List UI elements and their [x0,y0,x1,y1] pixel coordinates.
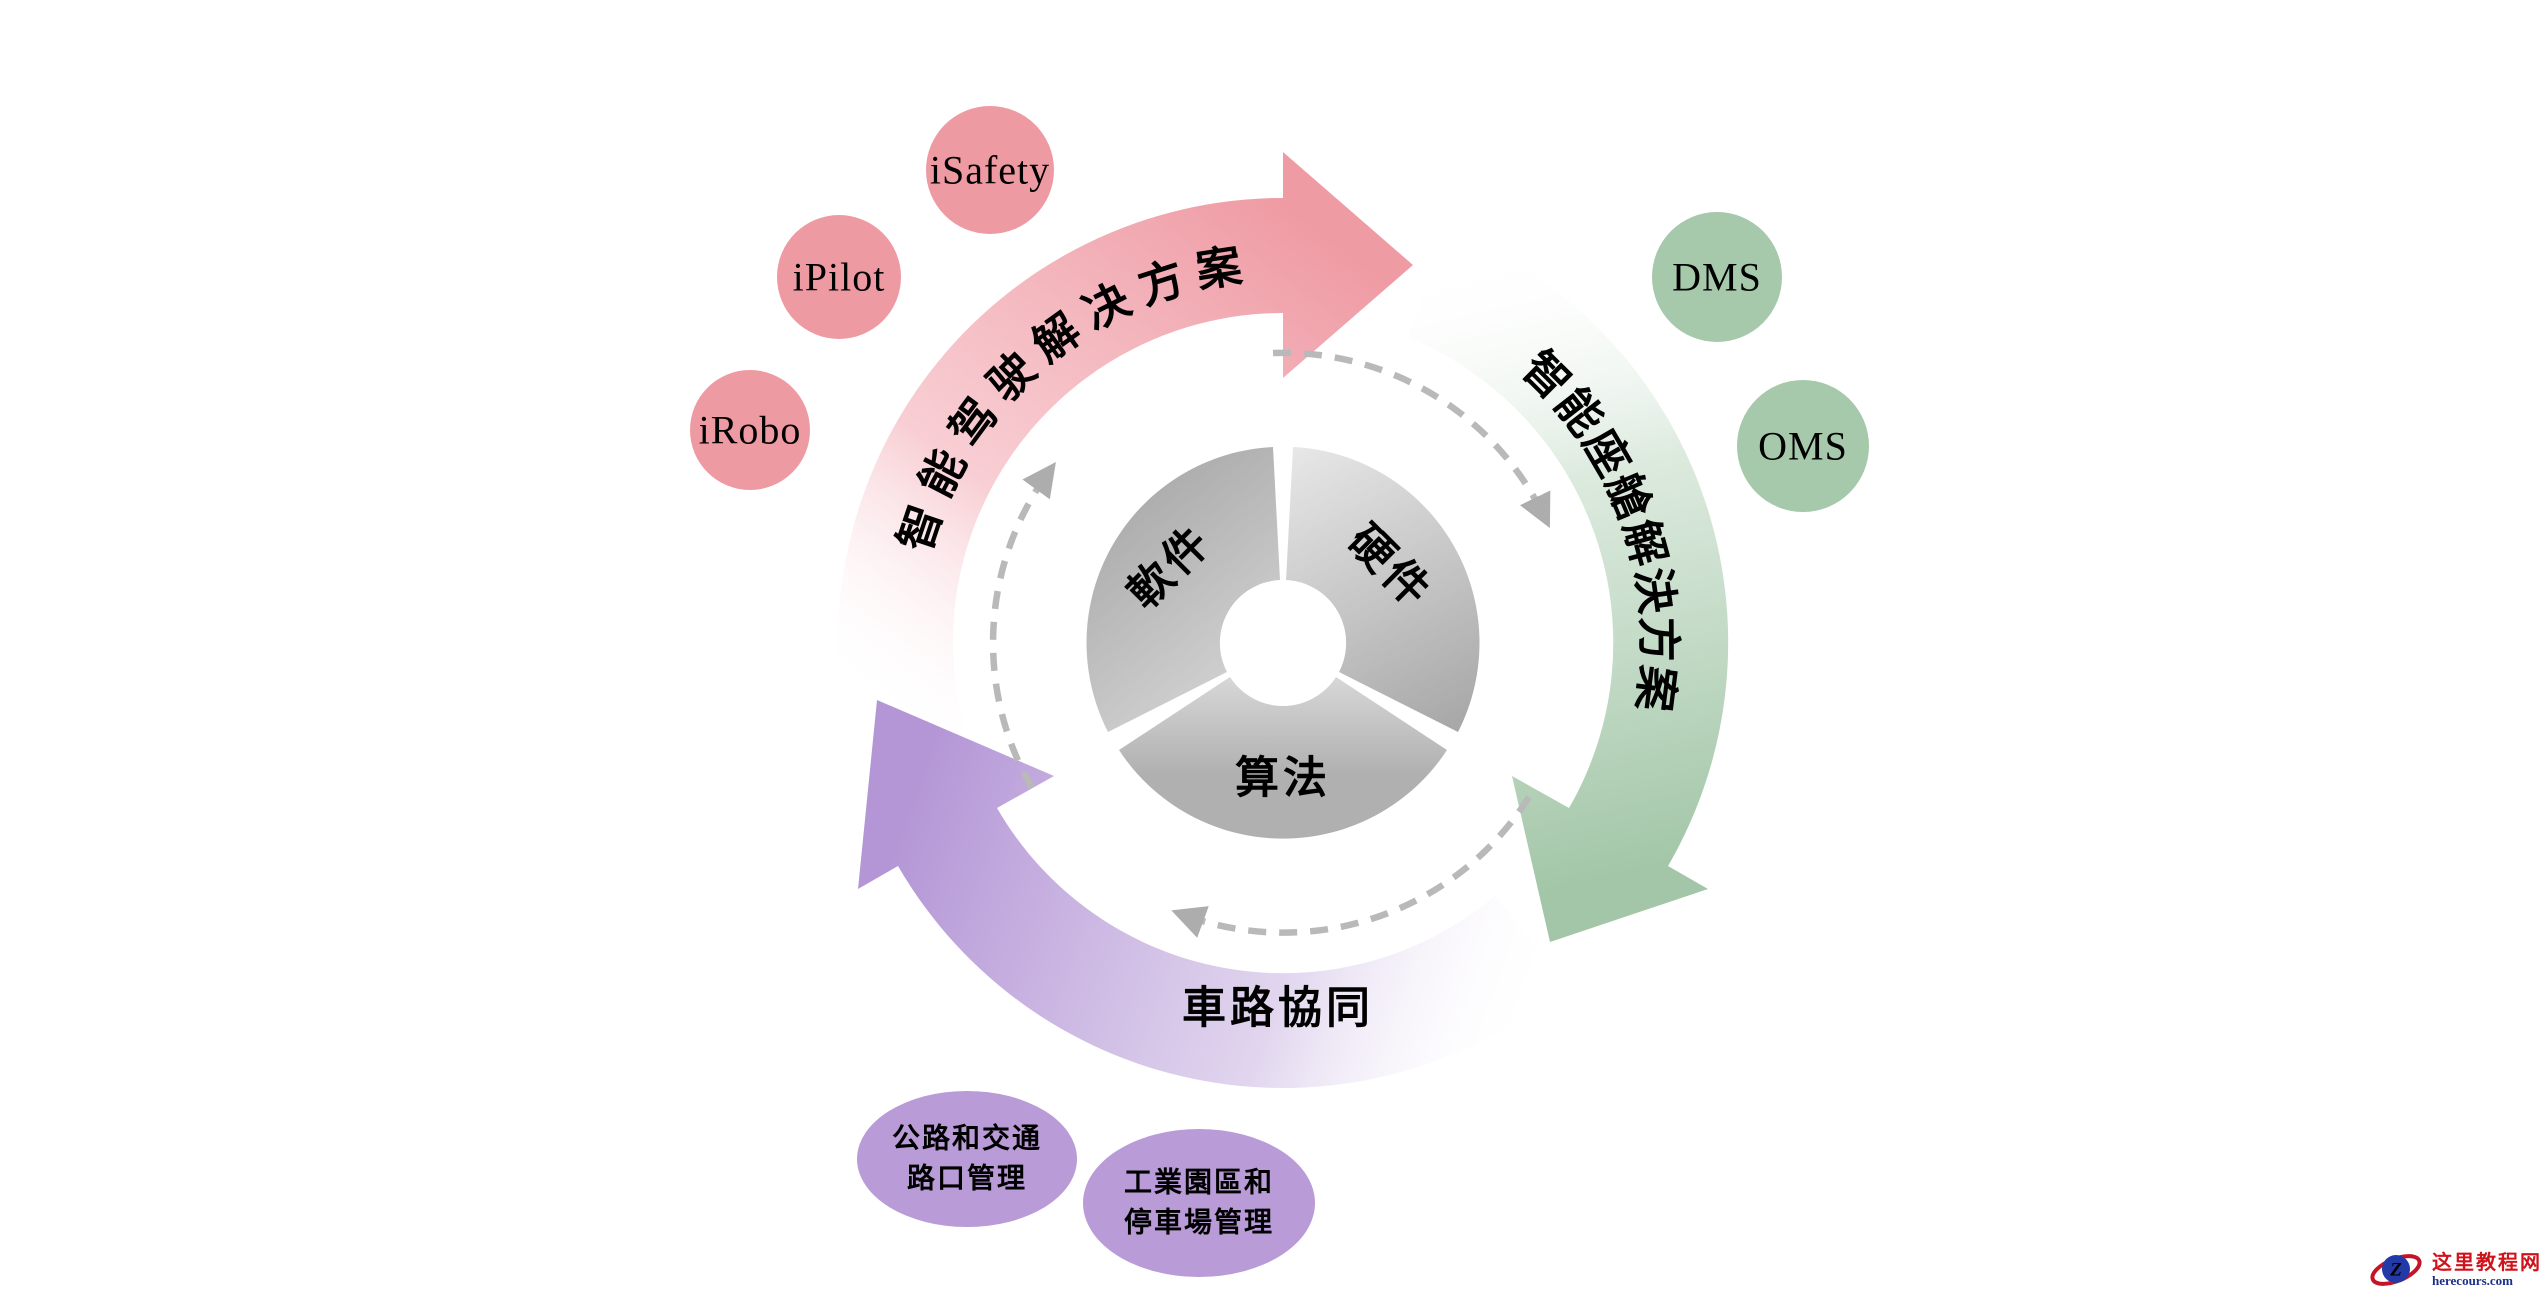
bubble-dms-label: DMS [1672,255,1762,300]
bubble-isafety: iSafety [926,106,1054,234]
driving-arrow [837,152,1413,758]
bubble-dms-circle [1652,212,1782,342]
bubble-road-traffic-line2: 路口管理 [907,1162,1027,1195]
arrow-ring [837,152,1729,1088]
driving-bubbles: iSafety iPilot iRobo [690,106,1054,490]
v2x-arrow-label: 車路協同 [1182,984,1374,1033]
cockpit-arrow [1407,230,1729,942]
bubble-irobo-circle [690,370,810,490]
bubble-isafety-circle [926,106,1054,234]
bubble-road-traffic: 公路和交通 路口管理 [857,1091,1077,1227]
watermark-text: 这里教程网 herecours.com [2432,1252,2542,1288]
core-segment-software [1086,447,1280,732]
bubble-industrial-parking: 工業園區和 停車場管理 [1083,1129,1315,1277]
v2x-arrow [858,700,1569,1088]
watermark-logo-icon: Z [2370,1254,2422,1286]
bubble-oms-circle [1737,380,1869,512]
watermark[interactable]: Z 这里教程网 herecours.com [2370,1248,2542,1292]
v2x-bubbles: 公路和交通 路口管理 工業園區和 停車場管理 [857,1091,1315,1277]
dashed-cycle [989,349,1551,938]
core-segment-algorithm [1119,677,1447,839]
bubble-irobo-label: iRobo [699,408,802,453]
bubble-oms: OMS [1737,380,1869,512]
cockpit-bubbles: DMS OMS [1652,212,1869,512]
watermark-logo-letter: Z [2389,1260,2402,1281]
bubble-ipilot: iPilot [777,215,901,339]
dashed-arc-top-right [1272,349,1551,529]
watermark-site-name: 这里教程网 [2432,1251,2542,1274]
bubble-isafety-label: iSafety [930,148,1050,193]
bubble-industrial-parking-line2: 停車場管理 [1124,1206,1274,1239]
dashed-arc-bottom [1171,795,1532,938]
bubble-oms-label: OMS [1758,424,1848,469]
core-donut: 軟件 硬件 算法 [1086,447,1480,839]
core-label-algorithm: 算法 [1235,754,1331,803]
dashed-arc-left [989,462,1056,790]
bubble-industrial-parking-ellipse [1083,1129,1315,1277]
watermark-site-url[interactable]: herecours.com [2432,1272,2513,1288]
bubble-road-traffic-ellipse [857,1091,1077,1227]
bubble-industrial-parking-line1: 工業園區和 [1124,1167,1274,1199]
bubble-road-traffic-line1: 公路和交通 [892,1122,1042,1155]
bubble-ipilot-label: iPilot [793,255,886,300]
bubble-ipilot-circle [777,215,901,339]
bubble-irobo: iRobo [690,370,810,490]
core-segment-hardware [1286,447,1480,732]
bubble-dms: DMS [1652,212,1782,342]
